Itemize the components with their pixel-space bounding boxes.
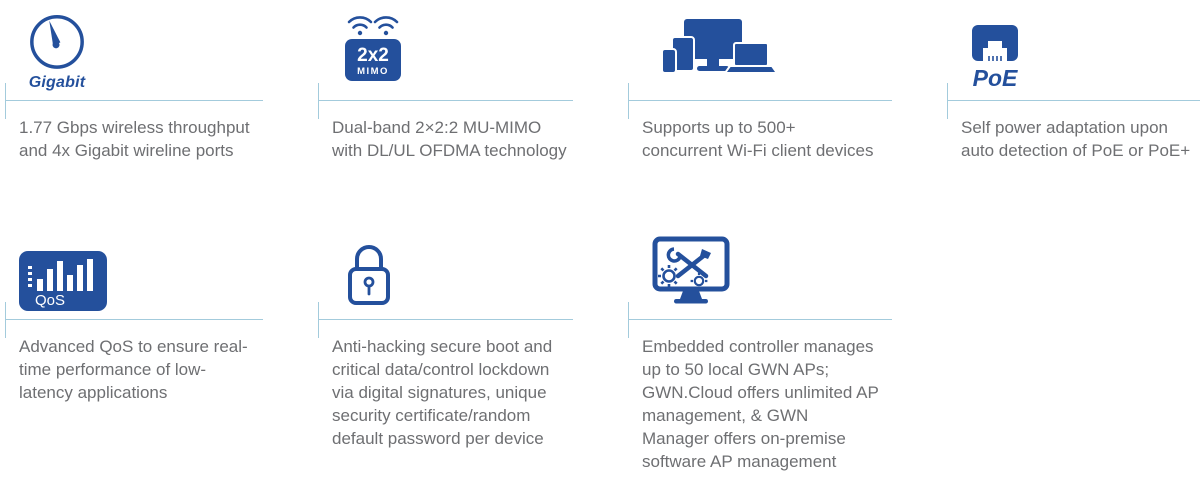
section-divider [5, 83, 263, 119]
padlock-icon [340, 235, 398, 311]
feature-poe-text: Self power adaptation upon auto detectio… [961, 118, 1191, 160]
qos-equalizer-icon: QoS [19, 251, 107, 311]
ethernet-port-icon [969, 23, 1021, 63]
feature-gigabit-text: 1.77 Gbps wireless throughput and 4x Gig… [19, 118, 250, 160]
speedometer-icon [27, 10, 87, 70]
section-divider [5, 302, 263, 338]
empty-cell [947, 225, 1200, 491]
management-monitor-icon [650, 235, 732, 311]
section-divider [947, 83, 1200, 119]
feature-qos: QoS Advanced QoS to ensure real-time per… [5, 225, 318, 491]
wifi-mimo-icon: 2x2 MIMO [340, 12, 406, 92]
feature-controller-text: Embedded controller manages up to 50 loc… [642, 337, 879, 471]
gigabit-icon-label: Gigabit [28, 74, 86, 91]
feature-mimo-text: Dual-band 2×2:2 MU-MIMO with DL/UL OFDMA… [332, 118, 567, 160]
feature-mimo: 2x2 MIMO Dual-band 2×2:2 MU-MIMO with DL… [318, 6, 628, 225]
poe-icon-label: PoE [972, 65, 1018, 91]
feature-clients-text: Supports up to 500+ concurrent Wi-Fi cli… [642, 118, 874, 160]
feature-controller: Embedded controller manages up to 50 loc… [628, 225, 947, 491]
feature-clients: Supports up to 500+ concurrent Wi-Fi cli… [628, 6, 947, 225]
feature-qos-text: Advanced QoS to ensure real-time perform… [19, 337, 248, 402]
svg-text:MIMO: MIMO [357, 66, 389, 77]
section-divider [628, 83, 892, 119]
svg-text:QoS: QoS [35, 292, 65, 309]
section-divider [318, 302, 573, 338]
section-divider [628, 302, 892, 338]
feature-poe: PoE Self power adaptation upon auto dete… [947, 6, 1200, 225]
svg-text:2x2: 2x2 [357, 45, 389, 66]
section-divider [318, 83, 573, 119]
devices-icon [650, 16, 778, 92]
feature-security-text: Anti-hacking secure boot and critical da… [332, 337, 553, 448]
feature-gigabit: Gigabit 1.77 Gbps wireless throughput an… [5, 6, 318, 225]
feature-security: Anti-hacking secure boot and critical da… [318, 225, 628, 491]
